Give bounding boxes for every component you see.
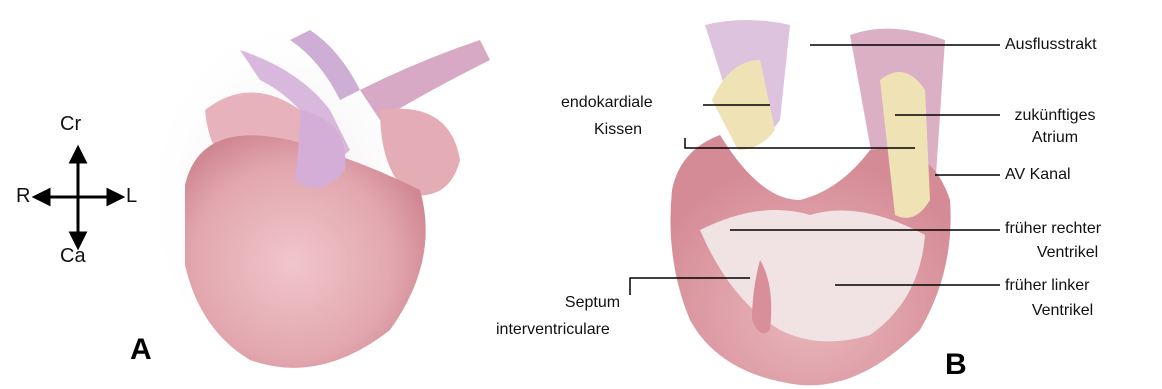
cranial-label: Cr [60,113,81,136]
caudal-label: Ca [60,245,86,268]
right-ventricle-label-1: früher rechter [1005,219,1101,239]
panel-a-letter: A [130,333,152,367]
right-label: R [16,185,30,208]
left-ventricle-label-1: früher linker [1005,276,1089,296]
left-ventricle-label-2: Ventrikel [1005,301,1120,321]
septum-label-1: Septum [540,293,645,313]
av-canal-label: AV Kanal [1005,165,1071,185]
outflow-tract-label: Ausflusstrakt [1005,35,1097,55]
future-atrium-label-2: Atrium [1005,128,1105,148]
right-ventricle-label-2: Ventrikel [1005,243,1130,263]
heart-external-view [140,10,490,389]
panel-b-letter: B [945,348,967,382]
orientation-cross [35,148,122,247]
endocardial-cushion-label-2: Kissen [594,120,642,140]
endocardial-cushion-label-1: endokardiale [561,93,653,113]
left-label: L [126,185,137,208]
heart-section-view [670,20,950,385]
future-atrium-label-1: zukünftiges [1005,106,1105,126]
septum-label-2: interventriculare [496,320,610,340]
